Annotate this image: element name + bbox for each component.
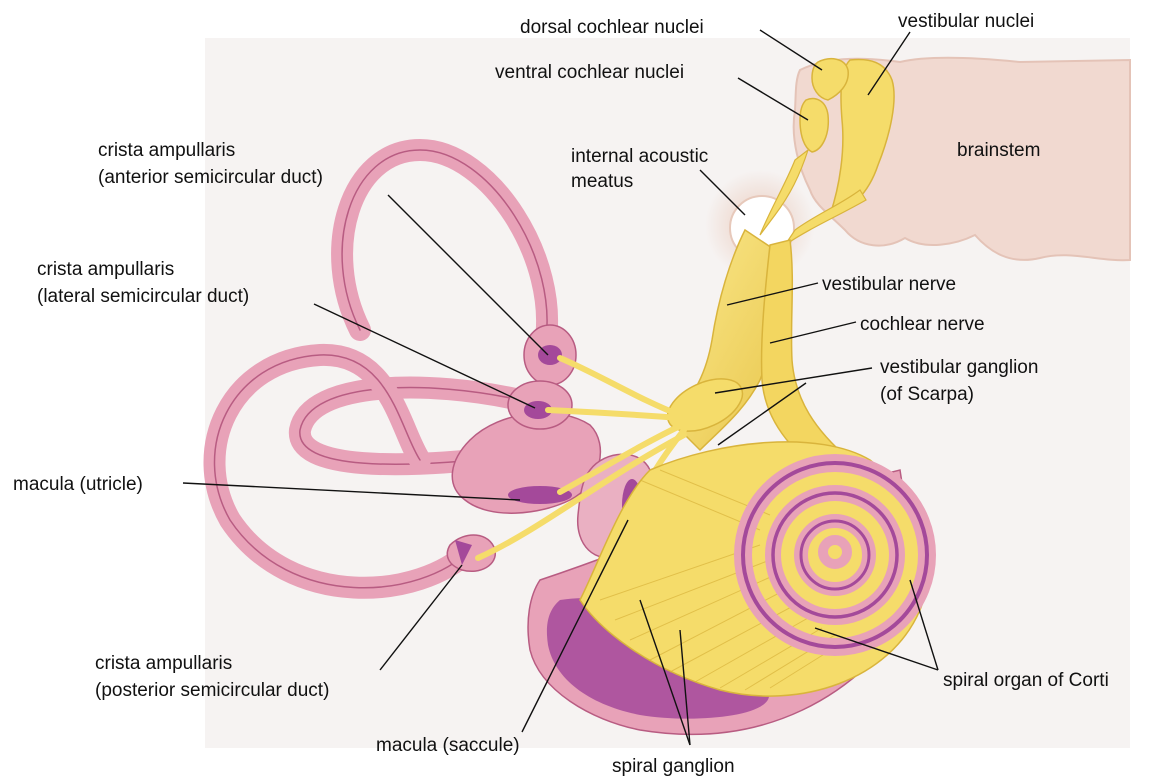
label-crista-anterior-1: crista ampullaris [98,140,235,161]
label-macula-saccule: macula (saccule) [376,735,520,756]
label-crista-posterior-2: (posterior semicircular duct) [95,680,329,701]
label-vestibular-ganglion-2: (of Scarpa) [880,384,974,405]
label-crista-lateral-1: crista ampullaris [37,259,174,280]
label-vestibular-ganglion-1: vestibular ganglion [880,357,1038,378]
label-crista-lateral-2: (lateral semicircular duct) [37,286,249,307]
label-macula-utricle: macula (utricle) [13,474,143,495]
label-spiral-organ: spiral organ of Corti [943,670,1109,691]
label-crista-posterior-1: crista ampullaris [95,653,232,674]
label-ventral-cochlear-nuclei: ventral cochlear nuclei [495,62,684,83]
label-cochlear-nerve: cochlear nerve [860,314,985,335]
label-spiral-ganglion: spiral ganglion [612,756,735,777]
label-crista-anterior-2: (anterior semicircular duct) [98,167,323,188]
label-dorsal-cochlear-nuclei: dorsal cochlear nuclei [520,17,704,38]
label-internal-acoustic-meatus-2: meatus [571,171,633,192]
label-internal-acoustic-meatus-1: internal acoustic [571,146,708,167]
label-vestibular-nerve: vestibular nerve [822,274,956,295]
label-vestibular-nuclei: vestibular nuclei [898,11,1034,32]
label-brainstem: brainstem [957,140,1040,161]
